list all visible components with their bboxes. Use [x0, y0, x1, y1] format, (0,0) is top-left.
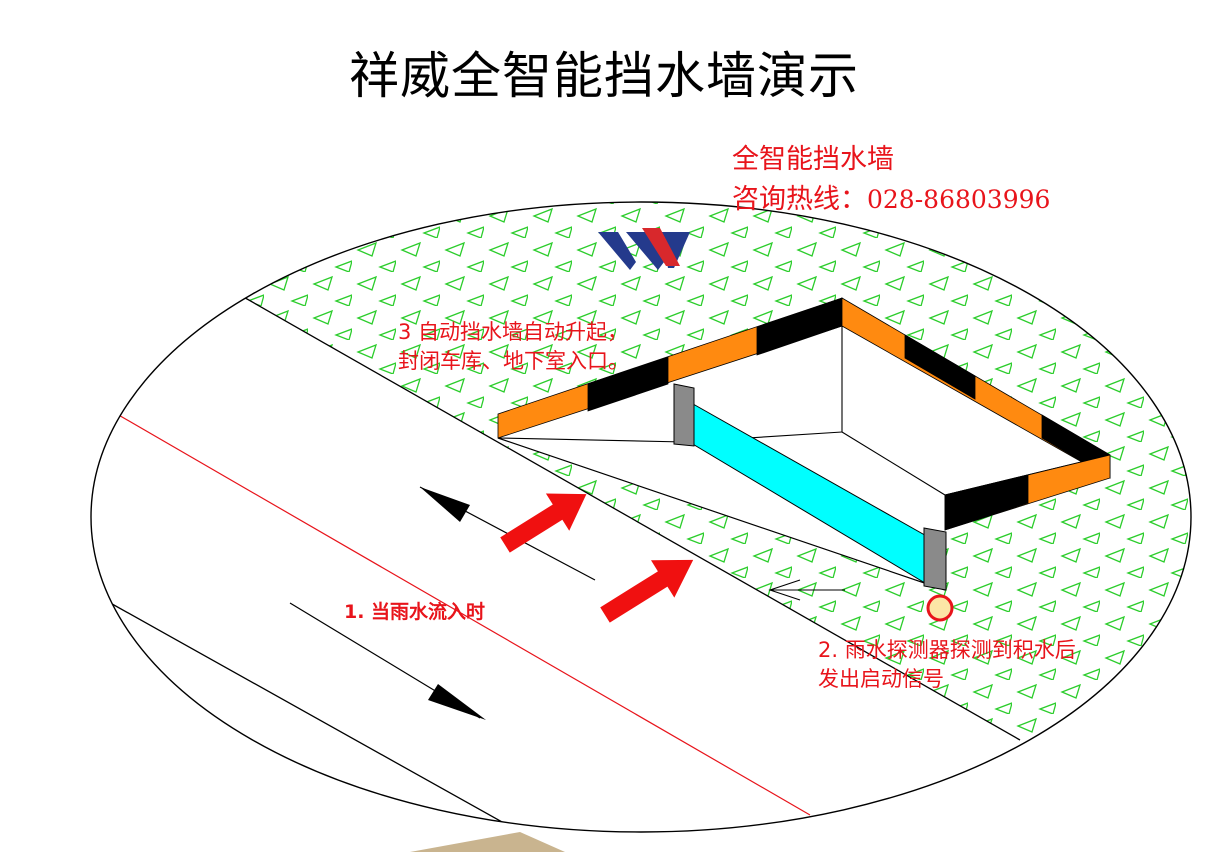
page-title: 祥威全智能挡水墙演示: [349, 47, 859, 105]
step-1-note: 1. 当雨水流入时: [344, 601, 486, 623]
step-2-note: 2. 雨水探测器探测到积水后发出启动信号: [818, 638, 1076, 691]
xiangwei-w-logo: [598, 228, 690, 270]
hotline-number: 028-86803996: [867, 185, 1051, 214]
red-arrow-icon: [500, 493, 694, 623]
hotline-line: 咨询热线：028-86803996: [732, 180, 1050, 220]
sensor-circle-icon: [926, 594, 954, 622]
contact-info: 全智能挡水墙 咨询热线：028-86803996: [732, 140, 1050, 220]
product-name: 全智能挡水墙: [732, 144, 894, 175]
barrier-post-left: [673, 383, 695, 447]
road-arrows: [289, 486, 845, 720]
hotline-label: 咨询热线：: [732, 184, 867, 215]
barrier-post-right: [923, 527, 947, 591]
road-arrow-up-icon: [420, 487, 470, 522]
perimeter-barrier: [497, 297, 1111, 531]
step-3-note: 3 自动挡水墙自动升起，封闭车库、地下室入口。: [398, 320, 629, 373]
floor-shape: [410, 832, 565, 852]
road-arrow-down-icon: [428, 684, 486, 720]
